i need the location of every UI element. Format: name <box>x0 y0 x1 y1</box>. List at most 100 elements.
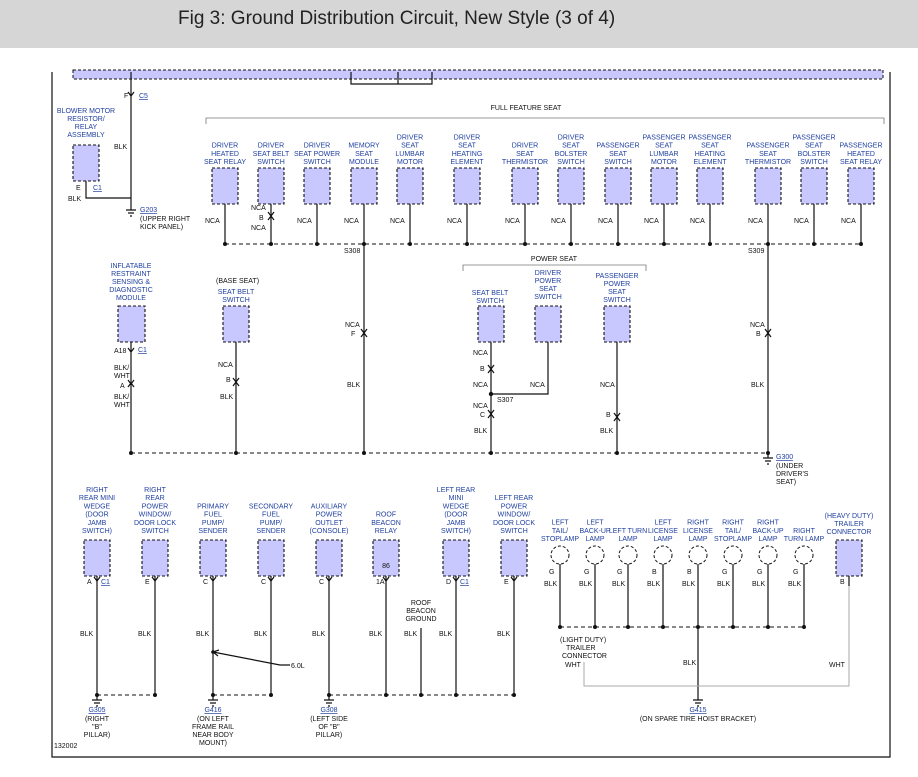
relay-terminal-86: 86 <box>382 563 390 570</box>
bottom-component-label-line: POWER <box>142 503 168 510</box>
bottom-component-label-line: POWER <box>316 512 342 519</box>
ps-nca5: NCA <box>600 382 615 389</box>
lamp-bulb-icon <box>723 545 743 565</box>
seat-label-line: THERMISTOR <box>502 159 548 166</box>
ground-g305-symbol <box>92 695 102 707</box>
seat-label-line: SEAT <box>562 143 580 150</box>
bottom-component-label-line: SWITCH) <box>82 528 112 535</box>
seat-label-line: MEMORY <box>348 143 380 150</box>
s307-dot <box>488 391 494 397</box>
full-feature-label: FULL FEATURE SEAT <box>491 105 562 112</box>
page-title: Fig 3: Ground Distribution Circuit, New … <box>178 8 616 29</box>
ground-g300-symbol <box>763 453 773 465</box>
bottom-pin-symbol <box>382 576 390 582</box>
lamp-label-line: BACK-UP <box>752 528 783 535</box>
title-bar: Fig 3: Ground Distribution Circuit, New … <box>0 0 918 48</box>
splice-dot <box>662 242 666 246</box>
seat-label-line: DRIVER <box>454 134 480 141</box>
bottom-component-label-line: SENDER <box>198 528 227 535</box>
lamp-label-line: LAMP <box>585 536 604 543</box>
bottom-component-label-line: MINI <box>449 495 464 502</box>
lamp-wire-label: BLK <box>682 581 696 588</box>
seat-component <box>511 167 539 205</box>
ground-bus-dot <box>234 451 238 455</box>
bottom-component-label-line: SWITCH) <box>441 528 471 535</box>
bottom-component-wire-label: BLK <box>138 631 152 638</box>
s309-label: S309 <box>748 248 764 255</box>
bottom-pin-symbol <box>510 576 518 582</box>
seat-label-line: BOLSTER <box>555 151 588 158</box>
seat-label-line: SWITCH <box>303 159 331 166</box>
connector-c5-symbol <box>127 91 135 97</box>
bottom-component-pin: E <box>145 579 150 586</box>
seat-label-line: LUMBAR <box>649 151 678 158</box>
s308-branch: S308 NCA F BLK <box>344 244 368 453</box>
bottom-component-label-line: LEFT REAR <box>437 487 475 494</box>
lamp-bulb-icon <box>550 545 570 565</box>
bottom-pin-symbol <box>452 576 460 582</box>
bottom-component <box>257 539 285 577</box>
lamp-label-line: TAIL/ <box>725 528 741 535</box>
bottom-component-label-line: PUMP/ <box>260 520 282 527</box>
lamp-bus-dot <box>593 625 597 629</box>
seat-component <box>557 167 585 205</box>
bottom-pin-symbol <box>325 576 333 582</box>
seat-component <box>696 167 724 205</box>
full-feature-bracket <box>205 117 885 124</box>
ground-g305-desc: (RIGHT"B"PILLAR) <box>84 716 110 739</box>
power-seat-bracket <box>462 264 647 271</box>
lamp-label-line: LICENSE <box>683 528 713 535</box>
lamp-pin: G <box>617 569 622 576</box>
diagram-frame <box>51 72 891 758</box>
ps-driver-switch <box>534 305 562 343</box>
seat-component <box>847 167 875 205</box>
lamp-wire-label: BLK <box>647 581 661 588</box>
bottom-component <box>199 539 227 577</box>
bottom-component <box>83 539 111 577</box>
ground-g203: G203 <box>140 207 157 214</box>
seat-label-line: ELEMENT <box>693 159 727 166</box>
lamp-label-line: TURN LAMP <box>784 536 825 543</box>
bottom-component-label-line: POWER <box>501 503 527 510</box>
trailer-hd-wire <box>698 586 850 687</box>
ground-g415: G415 <box>689 707 706 714</box>
wire-size-label: 6.0L <box>291 663 305 670</box>
seat-label-line: HEATING <box>452 151 483 158</box>
base-seat-pin-symbol <box>232 377 240 387</box>
seat-label-line: PASSENGER <box>596 143 639 150</box>
ps-b1: B <box>480 366 485 373</box>
wire-size-arrow <box>211 649 290 666</box>
ground-bus-dot <box>362 451 366 455</box>
bottom-component-conn: C1 <box>101 579 110 586</box>
seat-label-line: LUMBAR <box>395 151 424 158</box>
lamp-bus-dot <box>802 625 806 629</box>
seat-label-line: DRIVER <box>512 143 538 150</box>
blower-pin-wire <box>85 181 131 199</box>
seat-pin-nca: NCA <box>344 218 359 225</box>
bottom-component-label-line: WINDOW/ <box>498 512 531 519</box>
seat-label-line: SEAT <box>458 143 476 150</box>
seat-label-line: SEAT <box>516 151 534 158</box>
ps-seat-belt-switch <box>477 305 505 343</box>
lamp-bus-dot <box>558 625 562 629</box>
blower-wire-blk: BLK <box>114 144 128 151</box>
